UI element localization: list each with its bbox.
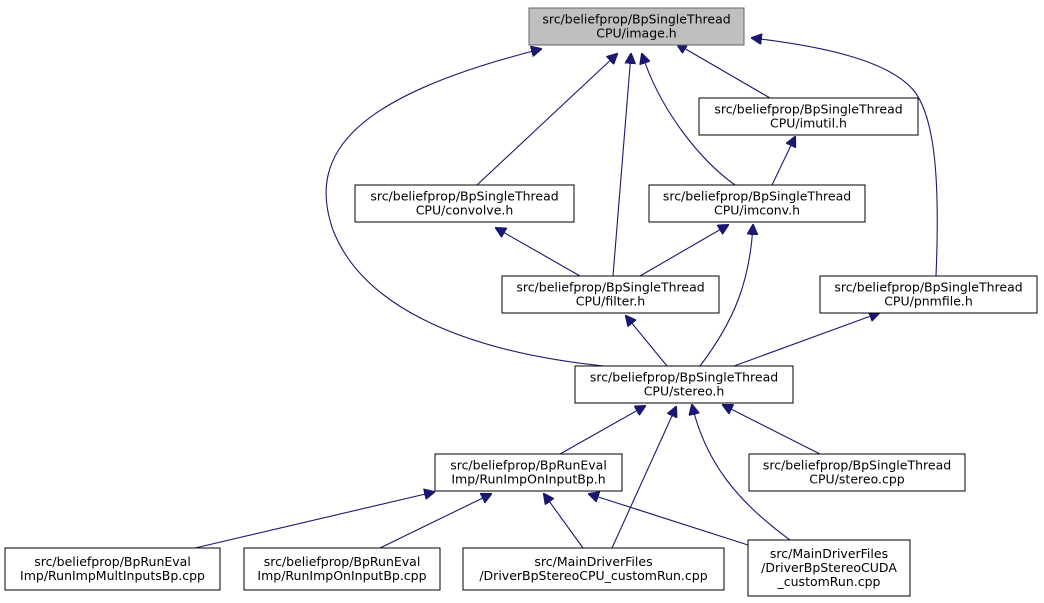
node-runimp_h[interactable]: src/beliefprop/BpRunEvalImp/RunImpOnInpu… — [434, 453, 623, 492]
edge-multinputs_cpp-to-runimp_h — [194, 492, 434, 549]
node-label-line: CPU/filter.h — [576, 294, 645, 309]
node-filter_h[interactable]: src/beliefprop/BpSingleThreadCPU/filter.… — [501, 275, 720, 314]
node-label-line: CPU/pnmfile.h — [884, 294, 973, 309]
node-box — [819, 275, 1038, 314]
edge-cuda_custom_cpp-to-runimp_h — [589, 494, 749, 546]
node-box — [648, 184, 866, 223]
node-box — [243, 547, 441, 591]
node-label-line: src/beliefprop/BpSingleThread — [663, 189, 851, 204]
edge-imconv_h-to-imutil_h — [771, 137, 795, 186]
node-label-line: _customRun.cpp — [777, 574, 881, 589]
node-label-line: CPU/imconv.h — [714, 203, 800, 218]
node-label-line: Imp/RunImpOnInputBp.h — [451, 472, 605, 487]
node-label-line: src/beliefprop/BpSingleThread — [763, 458, 951, 473]
node-label-line: /DriverBpStereoCPU_customRun.cpp — [479, 568, 707, 583]
node-label-line: Imp/RunImpOnInputBp.cpp — [257, 568, 426, 583]
edge-stereo_h-to-image_h — [325, 49, 605, 367]
node-label-line: src/beliefprop/BpRunEval — [450, 458, 607, 473]
node-cpu_custom_cpp[interactable]: src/MainDriverFiles/DriverBpStereoCPU_cu… — [462, 547, 725, 591]
node-box — [4, 547, 221, 591]
node-box — [528, 7, 745, 46]
node-label-line: CPU/stereo.h — [644, 384, 725, 399]
node-multinputs_cpp[interactable]: src/beliefprop/BpRunEvalImp/RunImpMultIn… — [4, 547, 221, 591]
node-label-line: CPU/imutil.h — [770, 116, 847, 131]
node-label-line: src/beliefprop/BpSingleThread — [714, 102, 902, 117]
node-label-line: src/beliefprop/BpSingleThread — [590, 370, 778, 385]
node-label-line: src/MainDriverFiles — [534, 554, 652, 569]
edges-layer — [194, 38, 938, 549]
node-label-line: src/beliefprop/BpRunEval — [34, 554, 191, 569]
node-box — [462, 547, 725, 591]
node-cuda_custom_cpp[interactable]: src/MainDriverFiles/DriverBpStereoCUDA_c… — [747, 539, 911, 597]
node-stereo_h[interactable]: src/beliefprop/BpSingleThreadCPU/stereo.… — [574, 365, 794, 404]
node-label-line: /DriverBpStereoCUDA — [761, 560, 897, 575]
node-box — [698, 97, 919, 136]
edge-runimp_cpp-to-runimp_h — [379, 494, 491, 549]
node-imutil_h[interactable]: src/beliefprop/BpSingleThreadCPU/imutil.… — [698, 97, 919, 136]
edge-stereo_h-to-pnmfile_h — [733, 313, 879, 367]
node-label-line: src/MainDriverFiles — [770, 546, 888, 561]
edge-runimp_h-to-stereo_h — [559, 406, 645, 455]
node-box — [747, 539, 911, 597]
node-box — [748, 453, 966, 492]
edge-stereo_h-to-imconv_h — [699, 225, 753, 367]
edge-cpu_custom_cpp-to-stereo_h — [611, 407, 676, 549]
node-label-line: src/beliefprop/BpSingleThread — [834, 280, 1022, 295]
edge-stereo_cpp-to-stereo_h — [723, 405, 821, 455]
edge-cpu_custom_cpp-to-runimp_h — [544, 494, 584, 549]
node-pnmfile_h[interactable]: src/beliefprop/BpSingleThreadCPU/pnmfile… — [819, 275, 1038, 314]
edge-imconv_h-to-image_h — [642, 54, 736, 186]
node-box — [434, 453, 623, 492]
edge-filter_h-to-imconv_h — [639, 225, 728, 277]
edge-filter_h-to-convolve_h — [496, 228, 581, 277]
node-runimp_cpp[interactable]: src/beliefprop/BpRunEvalImp/RunImpOnInpu… — [243, 547, 441, 591]
node-box — [354, 184, 575, 223]
node-box — [574, 365, 794, 404]
edge-convolve_h-to-image_h — [476, 54, 617, 186]
nodes-layer: src/beliefprop/BpSingleThreadCPU/image.h… — [4, 7, 1038, 597]
node-label-line: CPU/image.h — [596, 26, 676, 41]
node-stereo_cpp[interactable]: src/beliefprop/BpSingleThreadCPU/stereo.… — [748, 453, 966, 492]
node-convolve_h[interactable]: src/beliefprop/BpSingleThreadCPU/convolv… — [354, 184, 575, 223]
node-label-line: src/beliefprop/BpSingleThread — [370, 189, 558, 204]
edge-filter_h-to-image_h — [612, 54, 631, 277]
edge-imutil_h-to-image_h — [677, 44, 771, 99]
edge-pnmfile_h-to-image_h — [752, 38, 938, 277]
edge-stereo_h-to-filter_h — [626, 316, 668, 367]
node-imconv_h[interactable]: src/beliefprop/BpSingleThreadCPU/imconv.… — [648, 184, 866, 223]
node-label-line: Imp/RunImpMultInputsBp.cpp — [20, 568, 205, 583]
edge-cuda_custom_cpp-to-stereo_h — [692, 405, 791, 541]
node-label-line: src/beliefprop/BpRunEval — [264, 554, 421, 569]
node-label-line: CPU/convolve.h — [416, 203, 514, 218]
node-label-line: CPU/stereo.cpp — [809, 472, 904, 487]
node-label-line: src/beliefprop/BpSingleThread — [542, 12, 730, 27]
node-box — [501, 275, 720, 314]
node-label-line: src/beliefprop/BpSingleThread — [516, 280, 704, 295]
